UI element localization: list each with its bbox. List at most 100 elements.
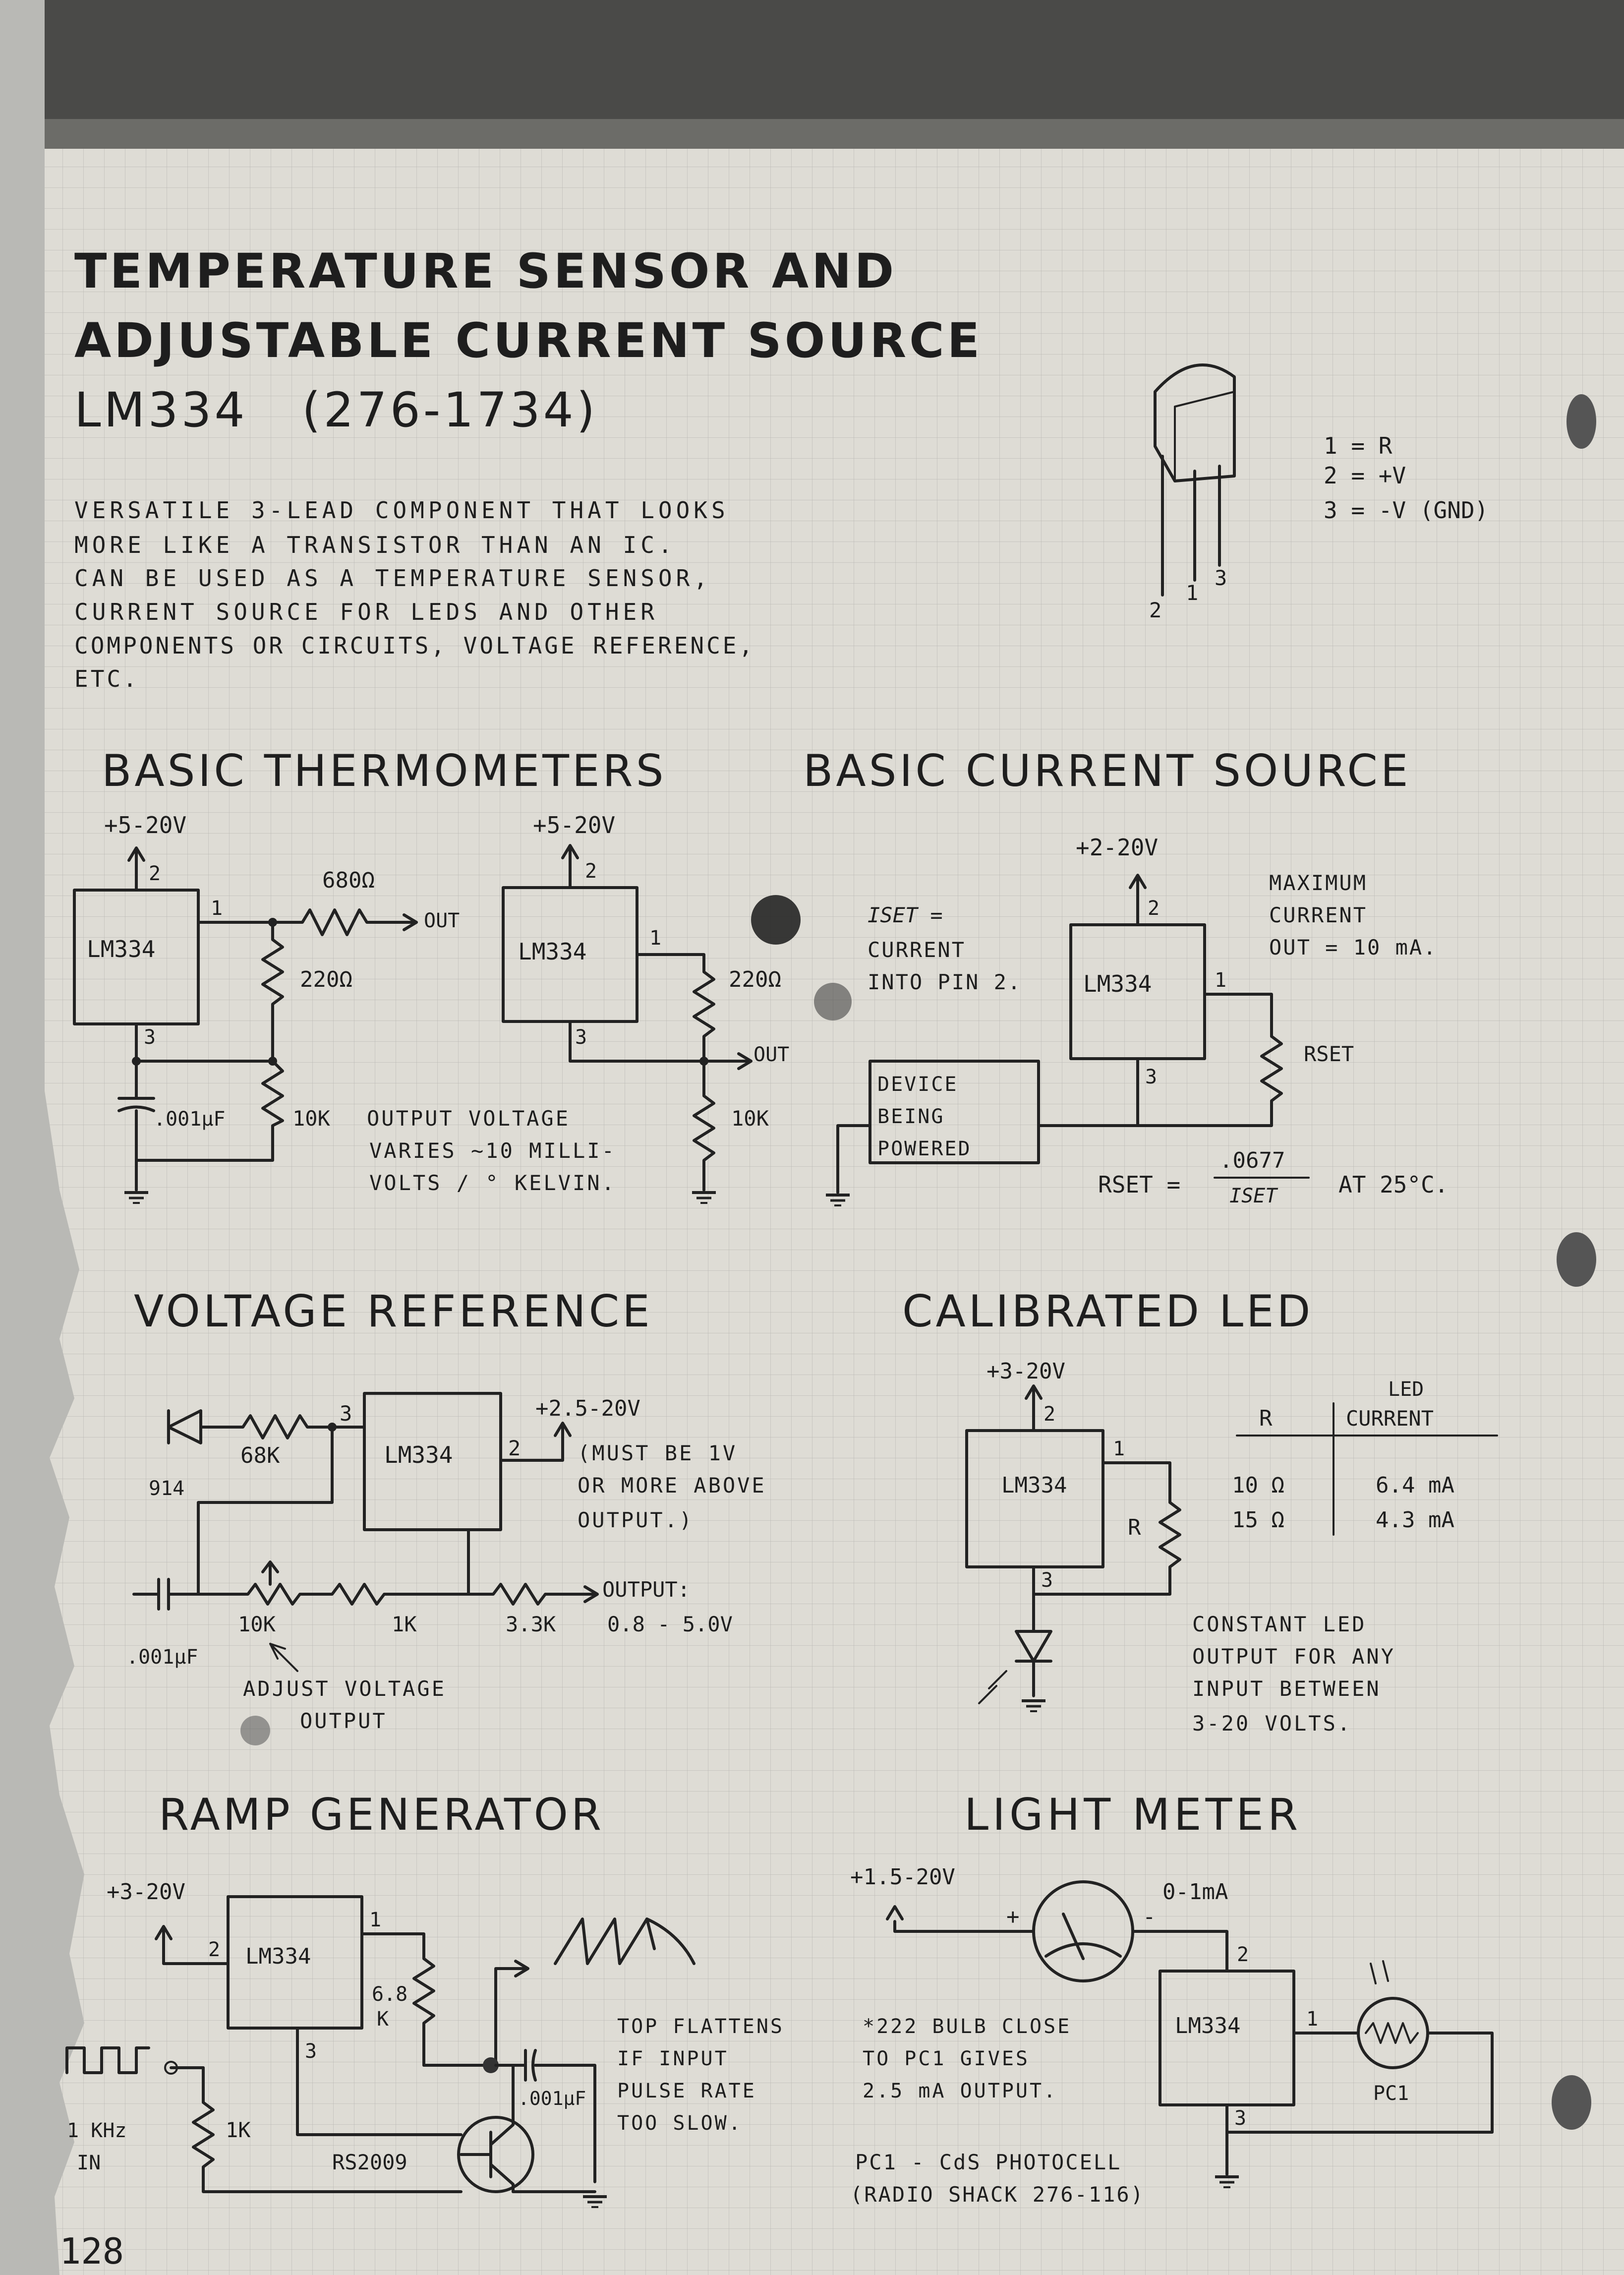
supply-label: +2.5-20V — [535, 1396, 640, 1421]
section-title-ramp-generator: RAMP GENERATOR — [159, 1789, 604, 1840]
resistor-label: K — [377, 2008, 389, 2031]
pin-label: 2 — [508, 1436, 521, 1460]
table-header: LED — [1388, 1378, 1424, 1401]
thermometer-note: VARIES ~10 MILLI- — [369, 1138, 616, 1163]
device-label: POWERED — [877, 1138, 972, 1160]
ramp-note: PULSE RATE — [617, 2080, 756, 2102]
thermometer-circuit-2 — [502, 844, 753, 1203]
pin-label: 1 — [1215, 969, 1226, 992]
lm334-package-drawing — [1154, 363, 1236, 597]
section-title-calibrated-led: CALIBRATED LED — [902, 1286, 1313, 1337]
resistor-label: 6.8 — [372, 1983, 407, 2006]
punch-hole — [1557, 1232, 1596, 1287]
supply-label: +5-20V — [104, 812, 186, 838]
pin-label: 1 — [1306, 2008, 1318, 2031]
chip-label: LM334 — [1083, 970, 1152, 997]
input-frequency-label: 1 KHz — [67, 2119, 126, 2142]
page-number: 128 — [59, 2230, 124, 2272]
intro-line: CURRENT SOURCE FOR LEDS AND OTHER — [74, 599, 658, 625]
resistor-label: 10K — [731, 1106, 769, 1131]
section-title-voltage-reference: VOLTAGE REFERENCE — [134, 1286, 653, 1337]
photocell-note: (RADIO SHACK 276-116) — [850, 2182, 1145, 2207]
pin-label: 2 — [208, 1938, 220, 1961]
out-label: OUT — [754, 1043, 789, 1066]
punch-hole — [1566, 394, 1596, 449]
pin-label: 1 — [1113, 1437, 1125, 1460]
intro-line: VERSATILE 3-LEAD COMPONENT THAT LOOKS — [74, 497, 729, 524]
thermometer-note: VOLTS / ° KELVIN. — [369, 1171, 616, 1195]
must-note: (MUST BE 1V — [578, 1441, 737, 1465]
led-note: CONSTANT LED — [1192, 1612, 1366, 1636]
bulb-note: *222 BULB CLOSE — [863, 2015, 1071, 2038]
ramp-note: IF INPUT — [617, 2047, 729, 2070]
pin-label: 3 — [144, 1026, 156, 1049]
section-title-current-source: BASIC CURRENT SOURCE — [803, 745, 1411, 796]
bulb-note: TO PC1 GIVES — [863, 2047, 1030, 2070]
resistor-label: 1K — [392, 1612, 417, 1636]
supply-label: +5-20V — [533, 812, 615, 838]
capacitor-label: .001μF — [126, 1646, 198, 1669]
must-note: OR MORE ABOVE — [578, 1473, 766, 1497]
pin-legend-line: 1 = R — [1324, 432, 1392, 459]
light-meter-circuit — [886, 1880, 1494, 2187]
pot-label: 10K — [238, 1612, 276, 1636]
table-cell: 6.4 mA — [1376, 1473, 1454, 1498]
table-cell: 15 Ω — [1232, 1507, 1284, 1533]
output-label: 0.8 - 5.0V — [607, 1612, 733, 1636]
resistor-label: 68K — [240, 1443, 280, 1468]
page-title-line-1: TEMPERATURE SENSOR AND — [74, 243, 897, 299]
chip-label: LM334 — [518, 938, 586, 965]
section-title-light-meter: LIGHT METER — [964, 1789, 1302, 1840]
table-header: R — [1259, 1406, 1273, 1431]
chip-label: LM334 — [1175, 2013, 1240, 2038]
meter-range-label: 0-1mA — [1162, 1879, 1228, 1905]
device-label: DEVICE — [877, 1073, 958, 1096]
intro-line: COMPONENTS OR CIRCUITS, VOLTAGE REFERENC… — [74, 632, 755, 659]
thermometer-note: OUTPUT VOLTAGE — [367, 1106, 570, 1131]
pin-label: 3 — [340, 1401, 352, 1426]
pin-label: 3 — [305, 2040, 317, 2063]
supply-label: +2-20V — [1076, 834, 1158, 861]
ink-blot — [240, 1716, 270, 1745]
rset-label: RSET — [1304, 1042, 1354, 1066]
pin-label: 2 — [1237, 1943, 1249, 1966]
punch-hole — [1552, 2075, 1591, 2130]
ink-blot — [751, 895, 801, 945]
resistor-label: 220Ω — [300, 967, 352, 992]
pin-label: 3 — [1234, 2107, 1246, 2130]
led-note: OUTPUT FOR ANY — [1192, 1644, 1395, 1669]
pin-label: 2 — [1148, 897, 1160, 920]
adjust-note: OUTPUT — [300, 1709, 387, 1733]
led-note: INPUT BETWEEN — [1192, 1676, 1381, 1701]
ramp-note: TOP FLATTENS — [617, 2015, 784, 2038]
capacitor-label: .001μF — [154, 1108, 226, 1131]
resistor-label: R — [1128, 1515, 1141, 1540]
page-title-line-3: LM334 (276-1734) — [74, 382, 598, 438]
pin-label: 2 — [585, 860, 597, 883]
pin-label: 2 — [1044, 1403, 1055, 1426]
thermometer-circuit-1 — [73, 846, 418, 1203]
rset-formula-numerator: .0677 — [1219, 1148, 1285, 1173]
ramp-generator-circuit — [65, 1895, 696, 2207]
pin-label: 3 — [575, 1026, 587, 1049]
section-title-thermometers: BASIC THERMOMETERS — [102, 745, 667, 796]
page-title-line-2: ADJUSTABLE CURRENT SOURCE — [74, 313, 983, 368]
current-source-circuit — [826, 874, 1283, 1205]
must-note: OUTPUT.) — [578, 1508, 694, 1532]
input-frequency-label: IN — [77, 2152, 101, 2174]
pin-label: 2 — [149, 862, 161, 885]
iset-note: CURRENT — [868, 938, 966, 962]
voltage-reference-circuit — [132, 1392, 599, 1672]
rset-formula-tail: AT 25°C. — [1338, 1171, 1449, 1198]
intro-line: CAN BE USED AS A TEMPERATURE SENSOR, — [74, 565, 711, 592]
supply-label: +1.5-20V — [850, 1864, 955, 1890]
meter-minus: - — [1143, 1904, 1156, 1929]
resistor-label: 3.3K — [506, 1612, 556, 1636]
package-leg-number: 2 — [1149, 598, 1161, 622]
photocell-label: PC1 — [1373, 2082, 1409, 2105]
meter-plus: + — [1006, 1904, 1020, 1929]
pin-label: 3 — [1145, 1066, 1157, 1088]
supply-label: +3-20V — [986, 1359, 1065, 1384]
iset-note: ISET = — [868, 903, 943, 927]
